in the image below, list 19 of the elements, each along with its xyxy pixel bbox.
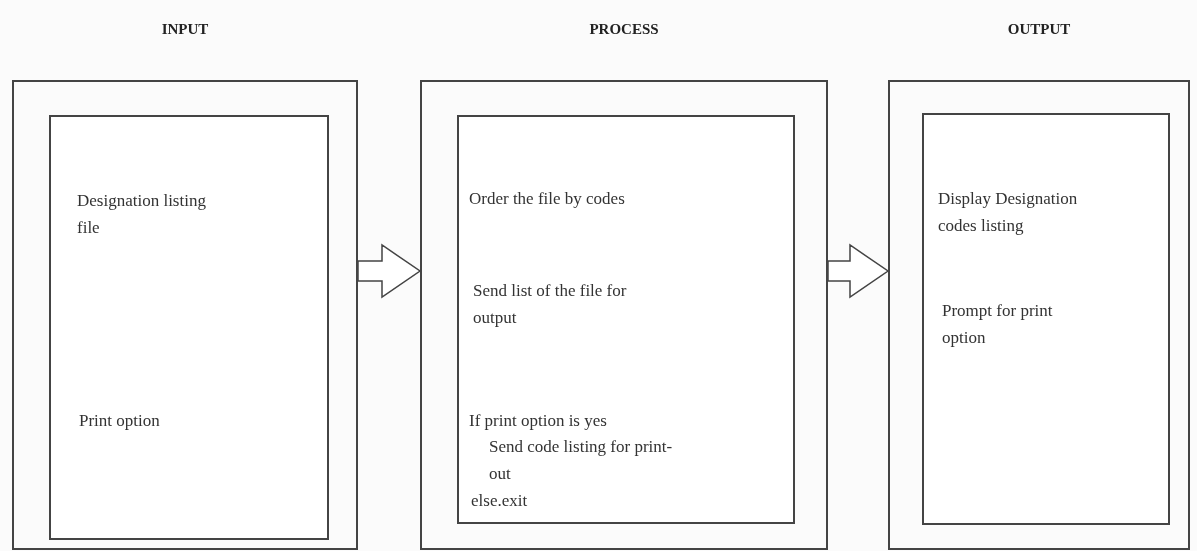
step-text: else.exit: [471, 490, 529, 512]
hollow-arrow: [827, 243, 890, 299]
step-text: Send list of the file for output: [473, 280, 628, 329]
column-heading: PROCESS: [588, 20, 660, 39]
step-text: Prompt for print option: [942, 300, 1054, 349]
inner-box: [49, 115, 329, 540]
step-text: Print option: [79, 410, 161, 432]
hollow-arrow: [357, 243, 422, 299]
step-text: If print option is yes: [469, 410, 608, 432]
step-text: Designation listing file: [77, 190, 207, 239]
stage-box: [420, 80, 828, 550]
inner-box: [457, 115, 795, 524]
step-text: Order the file by codes: [469, 188, 626, 210]
column-heading: INPUT: [160, 20, 210, 39]
column-heading: OUTPUT: [1006, 20, 1072, 39]
stage-box: [12, 80, 358, 550]
step-text: Display Designation codes listing: [938, 188, 1079, 237]
stage-box: [888, 80, 1190, 550]
inner-box: [922, 113, 1170, 525]
